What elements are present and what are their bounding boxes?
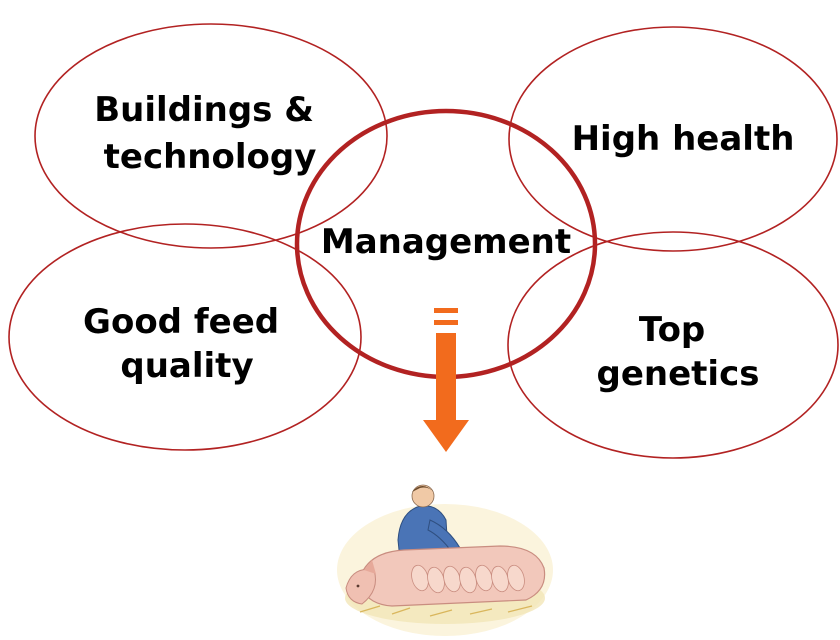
label-feed: Good feed quality (83, 302, 291, 386)
label-buildings: Buildings & technology (94, 90, 326, 177)
equals-sign (434, 308, 458, 325)
label-health-line1: High health (572, 119, 795, 159)
farmer-with-sow-icon (337, 484, 553, 636)
label-feed-line2: quality (120, 346, 253, 386)
label-genetics: Top genetics (597, 310, 760, 394)
down-arrow-icon (423, 333, 469, 452)
label-management: Management (321, 222, 571, 262)
ellipse-feed (8, 223, 362, 451)
label-buildings-line1: Buildings & (94, 90, 314, 130)
label-genetics-line1: Top (639, 310, 705, 350)
ellipse-buildings (34, 23, 388, 249)
label-feed-line1: Good feed (83, 302, 279, 342)
label-buildings-line2: technology (104, 137, 317, 177)
label-genetics-line2: genetics (597, 354, 760, 394)
ellipse-health (508, 26, 838, 252)
ellipse-genetics (507, 231, 839, 459)
label-management-line1: Management (321, 222, 571, 262)
label-health: High health (572, 119, 795, 159)
